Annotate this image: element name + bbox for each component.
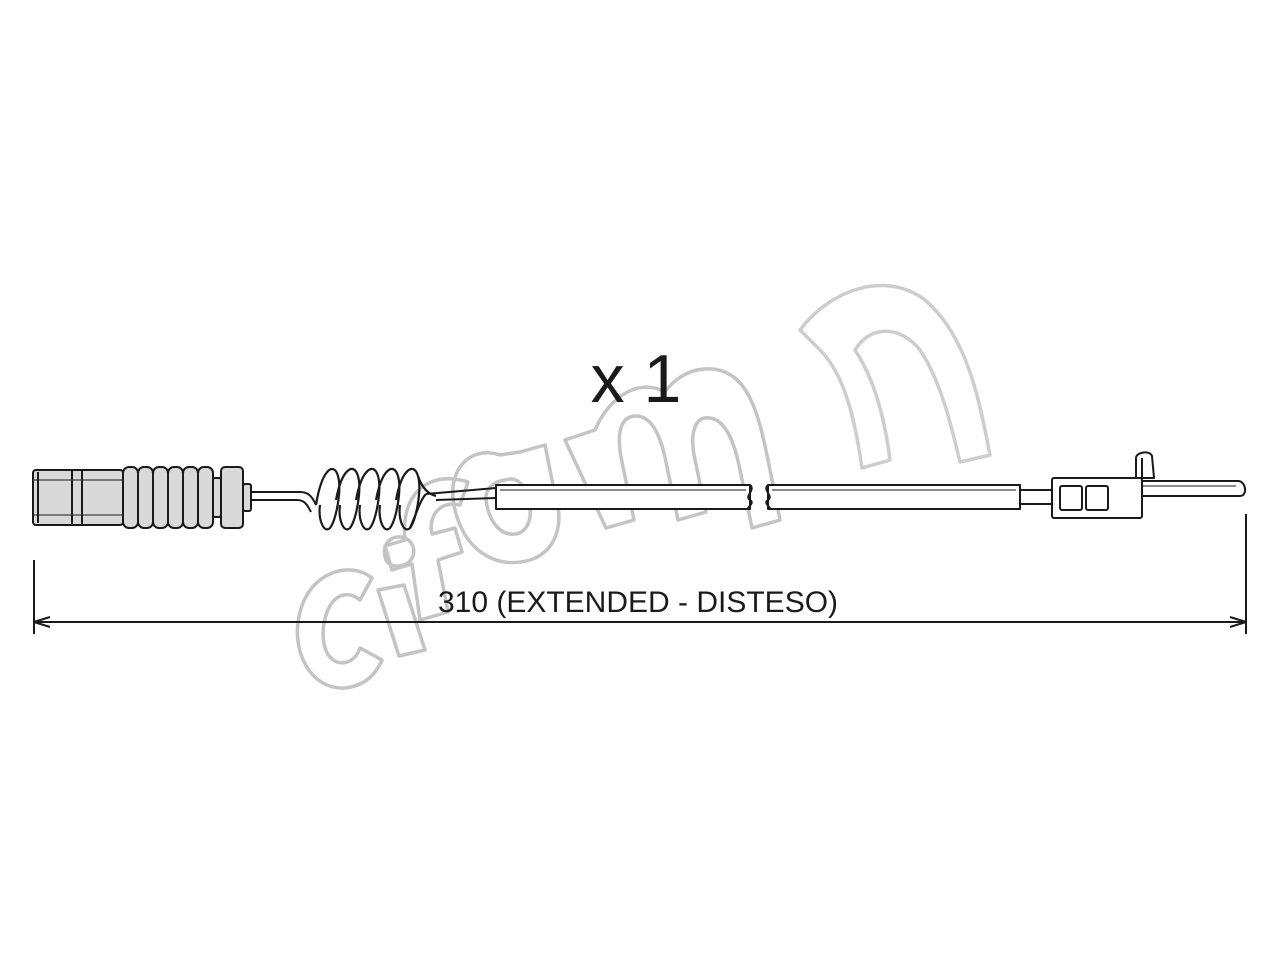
main-cable <box>495 484 1021 510</box>
dimension-label: 310 (EXTENDED - DISTESO) <box>438 586 838 619</box>
watermark-letter-i-dot <box>382 535 416 568</box>
quantity-label: x 1 <box>591 341 682 417</box>
coiled-spring <box>314 467 437 531</box>
rubber-boot <box>122 466 252 529</box>
thin-wire <box>251 491 317 513</box>
thin-wire-after-spring <box>425 487 497 501</box>
watermark-letter-c <box>295 568 384 690</box>
watermark-letter-f <box>383 477 470 622</box>
watermark-letter-m <box>563 367 782 530</box>
cable-break-mark <box>747 484 771 510</box>
connector-plug <box>32 469 124 526</box>
watermark-letter-i <box>376 583 427 658</box>
dimension-line <box>33 514 1247 634</box>
dimension-arrow-left <box>33 616 51 628</box>
cable-end <box>1020 489 1052 505</box>
wear-sensor-part <box>32 451 1246 531</box>
dimension-arrow-right <box>1229 616 1247 628</box>
sensor-head <box>1051 451 1246 519</box>
watermark-letter-m-outer <box>798 283 992 470</box>
